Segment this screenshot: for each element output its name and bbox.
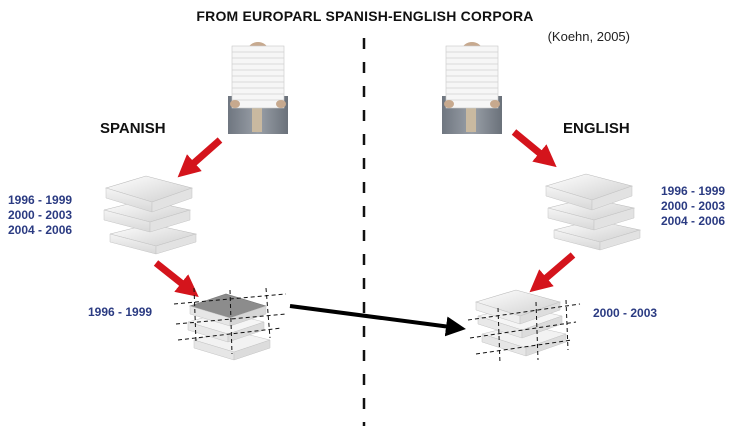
spanish-period-2: 2000 - 2003 xyxy=(8,208,73,222)
spanish-periods: 1996 - 1999 2000 - 2003 2004 - 2006 xyxy=(8,193,72,238)
spanish-selected-period: 1996 - 1999 xyxy=(88,305,153,319)
spanish-period-3: 2004 - 2006 xyxy=(8,223,73,237)
black-arrow-icon xyxy=(289,304,466,337)
english-selected-period: 2000 - 2003 xyxy=(593,306,658,320)
spanish-label: SPANISH xyxy=(100,120,166,137)
english-periods: 1996 - 1999 2000 - 2003 2004 - 2006 xyxy=(661,184,725,229)
person-holding-paper-stack-icon xyxy=(228,42,288,134)
red-arrow-icon xyxy=(153,260,199,297)
english-label: ENGLISH xyxy=(563,120,630,137)
red-arrow-icon xyxy=(177,137,223,178)
diagram-title: FROM EUROPARL SPANISH-ENGLISH CORPORA xyxy=(196,8,534,24)
citation: (Koehn, 2005) xyxy=(547,29,630,44)
english-period-1: 1996 - 1999 xyxy=(661,184,726,198)
spanish-period-1: 1996 - 1999 xyxy=(8,193,73,207)
red-arrow-icon xyxy=(511,129,557,168)
paper-stack-icon xyxy=(103,175,198,255)
cropped-paper-stack-icon xyxy=(467,289,581,365)
red-arrow-icon xyxy=(529,252,576,293)
cropped-paper-stack-icon xyxy=(173,287,287,361)
paper-stack-icon xyxy=(544,173,642,251)
english-period-3: 2004 - 2006 xyxy=(661,214,726,228)
english-period-2: 2000 - 2003 xyxy=(661,199,726,213)
person-holding-paper-stack-icon xyxy=(442,42,502,134)
